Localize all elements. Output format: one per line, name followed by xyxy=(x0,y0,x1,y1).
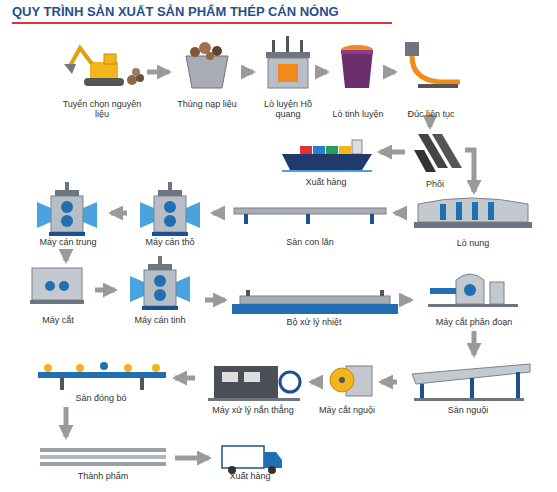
process-step: Lò tinh luyện xyxy=(330,40,386,120)
cutter-icon xyxy=(30,268,84,304)
heat-treatment-icon xyxy=(232,290,398,314)
ship-icon xyxy=(282,140,372,172)
step-label: Xuất hàng xyxy=(305,177,346,187)
hopper-icon xyxy=(186,42,228,88)
flow-arrow xyxy=(311,380,313,385)
process-step: Máy cán thô xyxy=(130,182,210,248)
flow-arrow xyxy=(380,150,405,155)
bundling-icon xyxy=(38,362,166,390)
process-step: Xuất hàng xyxy=(275,136,377,188)
step-label: Thùng nạp liệu xyxy=(177,99,237,109)
process-step: Sàn nguội xyxy=(400,358,536,416)
process-step: Sàn con lăn xyxy=(228,200,392,248)
process-step: Máy cán trung xyxy=(28,182,108,248)
step-label: Đúc liên tục xyxy=(407,109,454,119)
process-step: Lò nung xyxy=(410,195,536,249)
process-step: Máy cắt nguội xyxy=(316,356,378,416)
step-label: Bộ xử lý nhiệt xyxy=(286,317,341,327)
product-icon xyxy=(40,448,166,466)
flow-arrow xyxy=(395,211,407,216)
step-label: Lò nung xyxy=(457,238,490,248)
flow-arrow xyxy=(465,150,474,192)
step-label: Máy cán trung xyxy=(39,237,96,247)
flow-arrow xyxy=(147,70,169,75)
flow-arrow xyxy=(175,456,209,461)
step-label: Máy cắt xyxy=(42,315,74,325)
step-label: Xuất hàng xyxy=(229,471,270,481)
process-step: Máy xử lý nắn thẳng xyxy=(198,360,308,416)
flow-arrow xyxy=(245,70,253,75)
step-label: Sàn nguội xyxy=(448,405,489,415)
arc-furnace-icon xyxy=(266,36,310,88)
process-step: Lò luyện Hồ quang xyxy=(256,34,320,120)
flow-arrow xyxy=(111,211,127,216)
process-step: Máy cắt phân đoạn xyxy=(414,264,534,328)
truck-icon xyxy=(222,446,282,474)
flow-arrow xyxy=(428,123,433,127)
step-label: Lò luyện Hồ quang xyxy=(258,99,318,119)
process-step: Sàn đóng bó xyxy=(30,356,172,404)
flow-arrow xyxy=(403,298,411,303)
excavator-icon xyxy=(64,48,144,86)
step-label: Máy cán thô xyxy=(145,237,194,247)
process-step: Phôi xyxy=(408,130,462,190)
cold-cutter-icon xyxy=(330,366,372,396)
step-label: Lò tinh luyện xyxy=(332,109,383,119)
step-label: Máy cán tinh xyxy=(134,315,185,325)
title: QUY TRÌNH SẢN XUẤT SẢN PHẨM THÉP CÁN NÓN… xyxy=(12,4,339,19)
step-label: Sàn đóng bó xyxy=(75,393,126,403)
step-label: Máy cắt phân đoạn xyxy=(436,317,513,327)
process-step: Máy cán tinh xyxy=(118,254,202,326)
step-label: Máy xử lý nắn thẳng xyxy=(212,405,294,415)
step-label: Tuyển chọn nguyên liệu xyxy=(62,99,142,119)
flow-arrow xyxy=(389,70,395,75)
step-label: Sàn con lăn xyxy=(286,237,334,247)
step-label: Thành phẩm xyxy=(78,471,129,481)
furnace-icon xyxy=(414,198,532,228)
roller-table-icon xyxy=(234,208,386,224)
flow-arrow xyxy=(95,288,115,293)
straightening-icon xyxy=(208,366,300,401)
flow-arrow xyxy=(64,407,69,437)
flow-arrow xyxy=(175,376,195,381)
process-step: Tuyển chọn nguyên liệu xyxy=(60,38,144,120)
flow-arrow xyxy=(64,251,69,261)
process-step: Thành phẩm xyxy=(34,440,172,482)
flow-arrow xyxy=(381,380,397,385)
process-step: Máy cắt xyxy=(24,264,92,326)
process-step: Xuất hàng xyxy=(212,440,288,482)
flow-arrow xyxy=(472,331,477,355)
cooling-bed-icon xyxy=(412,364,530,401)
process-step: Thùng nạp liệu xyxy=(172,38,242,110)
step-label: Máy cắt nguội xyxy=(319,405,375,415)
step-label: Phôi xyxy=(426,179,444,189)
billet-icon xyxy=(414,134,462,172)
process-step: Bộ xử lý nhiệt xyxy=(228,286,400,328)
casting-icon xyxy=(405,42,460,88)
flow-arrow xyxy=(323,70,327,75)
segment-cutter-icon xyxy=(428,274,518,307)
flow-arrow xyxy=(213,211,225,216)
process-step: Đúc liên tục xyxy=(398,38,464,120)
flow-arrow xyxy=(205,298,225,303)
ladle-icon xyxy=(341,45,373,88)
